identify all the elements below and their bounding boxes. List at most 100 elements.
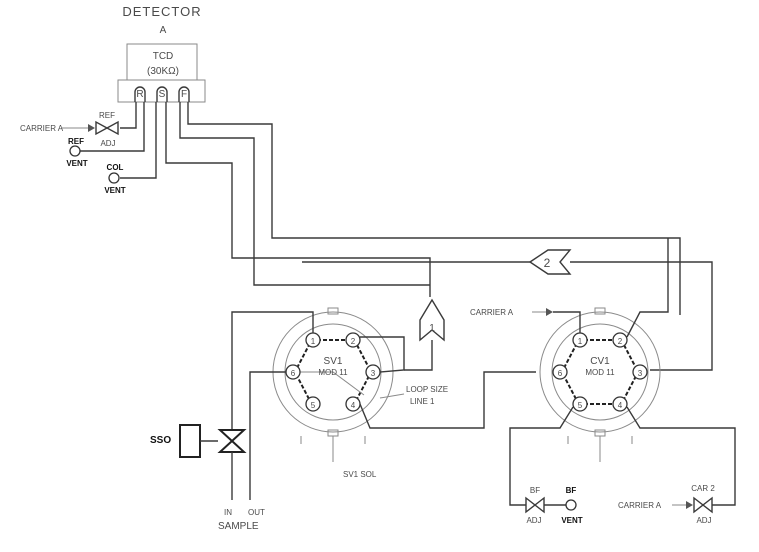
sv1-port-3-label: 3	[371, 369, 376, 378]
sso-label: SSO	[150, 435, 171, 446]
cv1-port-6	[552, 364, 568, 380]
bf-adj-valve-top: BF	[530, 486, 540, 495]
carrier-a-cv-label: CARRIER A	[470, 308, 514, 317]
sample-label: SAMPLE	[218, 521, 259, 532]
tcd-port-block	[117, 79, 206, 103]
cv1-title: CV1	[590, 356, 610, 367]
detector-lines	[80, 102, 681, 315]
cv1-carrier-line	[553, 311, 581, 333]
cv1-connection-6-1	[563, 344, 577, 369]
sv1-port4-to-cv1	[359, 371, 536, 429]
sv1-stub-top	[327, 307, 339, 315]
column-2-label: 2	[544, 256, 551, 270]
ref-vent-line	[80, 102, 145, 152]
sv1-port-2-label: 2	[351, 337, 356, 346]
cv1-outer-ring	[539, 311, 661, 433]
sv1-connection-2-3	[356, 344, 370, 369]
ref-vent-bottom: VENT	[66, 159, 87, 168]
sv1-port2-to-col1	[360, 336, 405, 373]
ref-vent-top: REF	[68, 137, 84, 146]
tcd-port-r: R	[136, 89, 143, 100]
sv1-port-2	[345, 332, 361, 348]
cv1-port-2-label: 2	[618, 337, 623, 346]
column-2: 2	[302, 249, 713, 371]
sv1-port-5	[305, 396, 321, 412]
cv1-port-5	[572, 396, 588, 412]
cv1-inner-ring	[551, 323, 649, 421]
car2-adj-valve-bottom: ADJ	[696, 516, 711, 525]
sv1-connection-6-1	[296, 344, 310, 369]
column-1: 1	[404, 298, 445, 371]
tcd-port-f-arc	[178, 86, 190, 102]
tcd-port-r-arc	[134, 86, 146, 102]
sv1-port1-in-line	[231, 311, 314, 430]
bottom-flow-controls: BF ADJ BF VENT CARRIER A CAR 2 ADJ	[525, 484, 715, 525]
car2-adj-valve-icon	[693, 496, 713, 514]
sv1-title: SV1	[324, 356, 343, 367]
bf-adj-valve-bottom: ADJ	[526, 516, 541, 525]
cv1-port-2	[612, 332, 628, 348]
car2-adj-valve-top: CAR 2	[691, 484, 715, 493]
sv1-loop-size-line2: LINE 1	[410, 397, 435, 406]
cv1-port-3-label: 3	[638, 369, 643, 378]
ref-adj-valve-top: REF	[99, 111, 115, 120]
sv1-port-5-label: 5	[311, 401, 316, 410]
sv1-port6-out-line	[249, 371, 286, 500]
sv1-valve: 1 2 3 4 5 6 SV1 MOD 11 LOOP SIZE LINE 1 …	[272, 307, 448, 479]
carrier-a-left-arrowhead	[88, 124, 95, 132]
tcd-port-s: S	[159, 89, 166, 100]
cv1-subtitle: MOD 11	[585, 368, 615, 377]
cv1-port5-line	[509, 406, 574, 506]
sv1-connection-5-6	[296, 375, 310, 400]
cv1-port-4	[612, 396, 628, 412]
sv1-rotor-line	[300, 371, 365, 396]
bf-vent-top: BF	[566, 486, 577, 495]
sv1-port-6-label: 6	[291, 369, 296, 378]
sso-solenoid-box	[179, 424, 201, 458]
tcd-port-s-arc	[156, 86, 168, 102]
col-vent-line	[120, 102, 157, 179]
sv1-port-1-label: 1	[311, 337, 316, 346]
sv1-connection-3-4	[356, 375, 370, 400]
carrier-a-left-label: CARRIER A	[20, 124, 64, 133]
cv1-connection-2-3	[623, 344, 637, 369]
ref-in-line	[120, 102, 137, 129]
column-2-line-right	[570, 261, 713, 371]
column-1-label: 1	[429, 323, 435, 334]
sample-in-label: IN	[224, 508, 232, 517]
column-1-down-line	[404, 340, 433, 371]
cv1-port-3	[632, 364, 648, 380]
sv1-solenoid-label: SV1 SOL	[343, 470, 377, 479]
bf-vent-icon	[565, 499, 577, 511]
sv1-loop-size-line1: LOOP SIZE	[406, 385, 448, 394]
ref-adj-valve-bottom: ADJ	[100, 139, 115, 148]
ref-adj-valve-icon	[95, 120, 119, 136]
detector-channel: A	[160, 25, 167, 36]
cv1-port2-line	[626, 238, 669, 338]
ref-supply: CARRIER A REF ADJ REF VENT COL VENT	[20, 111, 126, 195]
sv1-plumbing	[231, 311, 536, 500]
bf-vent-bottom: VENT	[561, 516, 582, 525]
col-vent-icon	[108, 172, 120, 184]
cv1-stub-top	[594, 307, 606, 315]
tcd-resistance-label: (30KΩ)	[147, 66, 179, 77]
cv1-connection-5-6	[563, 375, 577, 400]
col-vent-bottom: VENT	[104, 186, 125, 195]
cv1-port-4-label: 4	[618, 401, 623, 410]
col-vent-top: COL	[107, 163, 124, 172]
column-1-tag	[419, 298, 445, 342]
cv1-valve: 1 2 3 4 5 6 CV1 MOD 11	[539, 307, 661, 462]
bf-adj-valve-icon	[525, 496, 545, 514]
carrier-a-bottom-arrowhead	[686, 501, 693, 509]
carrier-a-cv-arrowhead	[546, 308, 553, 316]
cv1-stub-bottom	[594, 429, 606, 437]
sample-out-label: OUT	[248, 508, 265, 517]
detector-title: DETECTOR	[122, 4, 201, 19]
cv1-port4-line	[626, 406, 736, 506]
column-2-tag	[528, 249, 572, 275]
cv1-port-6-label: 6	[558, 369, 563, 378]
cv1-connection-3-4	[623, 375, 637, 400]
sv1-subtitle: MOD 11	[318, 368, 348, 377]
tcd-port-f: F	[181, 89, 187, 100]
detector-block: DETECTOR A TCD (30KΩ) R S F	[117, 4, 206, 103]
